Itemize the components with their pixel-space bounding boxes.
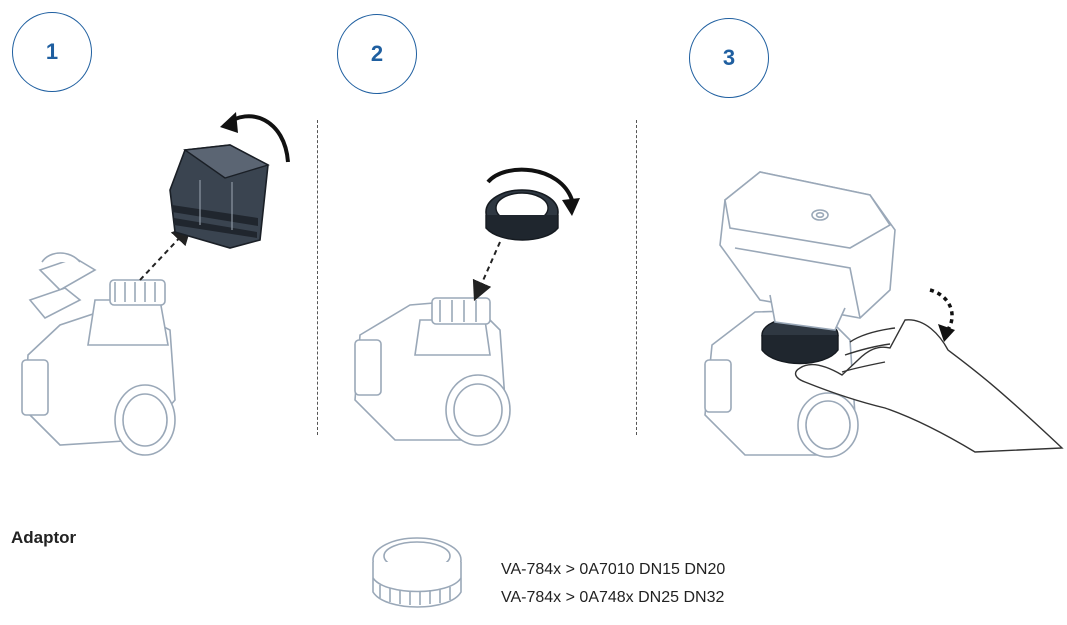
step-3-number: 3 bbox=[722, 45, 736, 70]
adaptor-heading: Adaptor bbox=[11, 528, 77, 547]
step-3-badge: 3 bbox=[689, 18, 769, 98]
step-2-adaptor-ring-icon bbox=[485, 189, 559, 241]
step-1-number: 1 bbox=[45, 39, 59, 64]
step-1-valve-icon bbox=[21, 252, 176, 456]
step-2-lower-arrow bbox=[472, 241, 501, 302]
step-1-badge: 1 bbox=[12, 12, 92, 92]
adaptor-compat-line-2: VA-784x > 0A748x DN25 DN32 bbox=[501, 589, 725, 606]
step-2-rotate-arrow bbox=[486, 167, 574, 201]
step-2-valve-icon bbox=[354, 297, 511, 446]
step-1-cap-icon bbox=[169, 144, 270, 249]
step-2-badge: 2 bbox=[337, 14, 417, 94]
step-divider-2 bbox=[636, 120, 637, 435]
adaptor-ring-icon bbox=[372, 537, 462, 608]
step-divider-1 bbox=[317, 120, 318, 435]
step-3-hand-icon bbox=[794, 319, 1064, 453]
step-2-number: 2 bbox=[370, 41, 384, 66]
adaptor-compat-line-1: VA-784x > 0A7010 DN15 DN20 bbox=[501, 561, 726, 578]
step-3-actuator-icon bbox=[719, 171, 896, 331]
step-1-lift-arrow bbox=[139, 224, 192, 281]
